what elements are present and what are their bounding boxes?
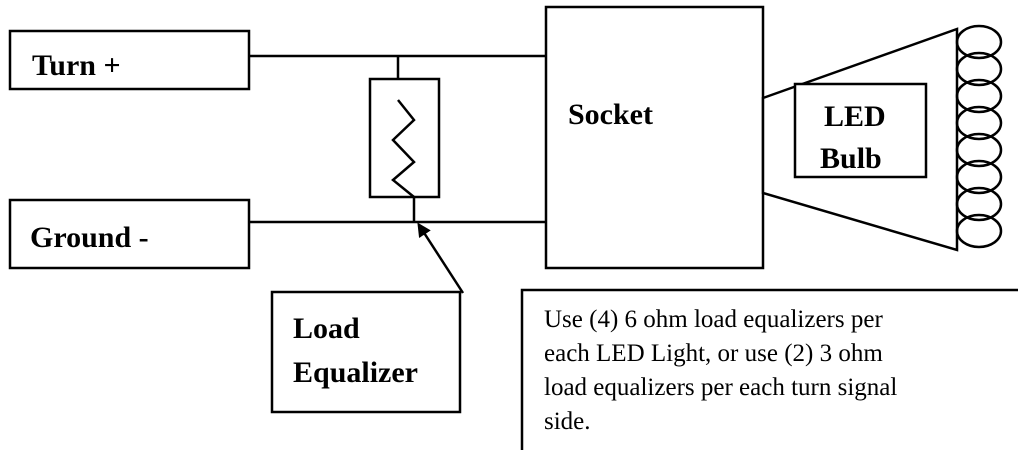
socket-label: Socket: [568, 98, 653, 131]
note-box: [520, 288, 1018, 450]
led-bulb-label-line1: LED: [824, 100, 886, 133]
load-equalizer-label-line1: Load: [293, 312, 360, 345]
turn-terminal-label: Turn +: [32, 49, 121, 82]
resistor-zigzag: [391, 99, 416, 198]
load-equalizer-label-line2: Equalizer: [293, 356, 418, 389]
ground-terminal-box: [8, 198, 251, 270]
note-line-2: each LED Light, or use (2) 3 ohm: [544, 340, 883, 367]
led-bulb-box: [793, 82, 928, 179]
load-equalizer-box: [270, 290, 462, 414]
note-line-1: Use (4) 6 ohm load equalizers per: [544, 306, 883, 333]
ground-terminal-label: Ground -: [30, 221, 149, 254]
bulb-coils: [955, 24, 1003, 249]
socket-box: [544, 5, 765, 270]
led-bulb-label-line2: Bulb: [820, 142, 882, 175]
note-line-4: side.: [544, 408, 591, 435]
load-equalizer-pointer-arrow: [417, 222, 465, 294]
resistor-box: [368, 77, 441, 199]
note-line-3: load equalizers per each turn signal: [544, 374, 897, 401]
turn-terminal-box: [8, 29, 251, 91]
